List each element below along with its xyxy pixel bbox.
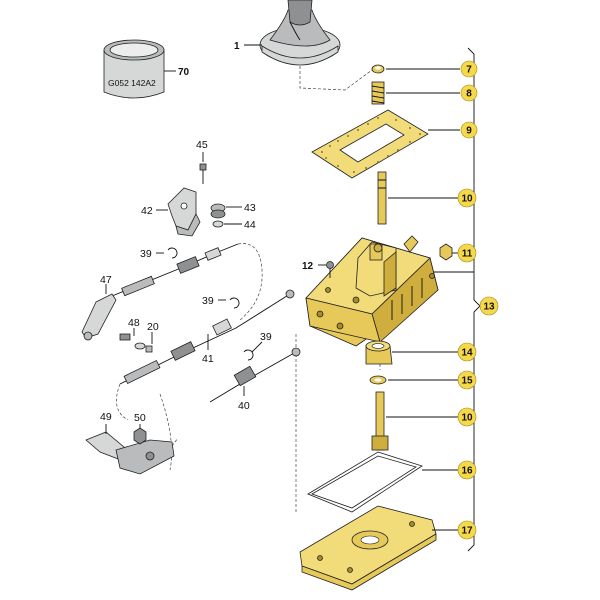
cable-bracket (167, 187, 201, 237)
svg-text:8: 8 (466, 89, 472, 100)
callout-45: 45 (196, 139, 208, 151)
callout-15: 15 (457, 370, 477, 390)
svg-text:7: 7 (466, 65, 472, 76)
screw (326, 261, 334, 278)
housing-seal (307, 451, 423, 513)
svg-text:14: 14 (461, 348, 473, 359)
svg-text:17: 17 (461, 526, 473, 537)
spring (371, 81, 385, 105)
callout-39-middle: 39 (202, 295, 214, 307)
callout-20: 20 (147, 321, 159, 333)
circlip (243, 349, 254, 361)
callout-11: 11 (457, 243, 477, 263)
gasket-plate (311, 109, 429, 179)
gear-lever-boot (259, 0, 341, 66)
svg-text:15: 15 (461, 376, 473, 387)
callout-40: 40 (238, 400, 250, 412)
callout-7: 7 (460, 60, 478, 78)
callout-9: 9 (460, 121, 478, 139)
callout-10-lower: 10 (457, 407, 477, 427)
rubber-grommet (210, 203, 226, 219)
hex-nut (439, 243, 453, 261)
callout-8: 8 (460, 84, 478, 102)
callout-50: 50 (134, 412, 146, 424)
svg-text:13: 13 (483, 302, 495, 313)
callout-41: 41 (202, 353, 214, 365)
washer (369, 375, 387, 385)
pin-and-clip (119, 333, 153, 353)
callout-39-upper: 39 (140, 248, 152, 260)
callout-12: 12 (302, 261, 314, 272)
svg-text:10: 10 (461, 413, 473, 424)
bolt (199, 163, 207, 184)
callout-70: 70 (178, 67, 190, 78)
tube-marking: G052 142A2 (108, 78, 156, 88)
callout-44: 44 (244, 219, 256, 231)
svg-text:16: 16 (461, 466, 473, 477)
callout-43: 43 (244, 202, 256, 214)
selector-cable (111, 243, 263, 321)
bearing-bush (365, 340, 393, 365)
sleeve-tube: G052 142A2 (103, 39, 165, 99)
selector-lever (81, 293, 117, 341)
callout-42: 42 (141, 205, 153, 217)
retaining-clip (371, 64, 385, 74)
svg-text:9: 9 (466, 126, 472, 137)
callout-47: 47 (100, 274, 112, 286)
shift-rod-upper (377, 171, 387, 225)
grommet-washer (212, 220, 224, 228)
gear-cable (209, 347, 301, 403)
callout-39-lower: 39 (260, 331, 272, 343)
lever-nut (133, 427, 147, 445)
svg-text:10: 10 (461, 194, 473, 205)
callout-1: 1 (234, 41, 240, 52)
gearbox-lever (85, 431, 179, 475)
callout-48: 48 (128, 317, 140, 329)
callout-17: 17 (457, 520, 477, 540)
callout-14: 14 (457, 342, 477, 362)
callout-10-upper: 10 (457, 188, 477, 208)
base-plate (299, 505, 437, 591)
circlip (229, 297, 240, 309)
callout-13: 13 (479, 296, 499, 316)
shift-rod-lower (371, 391, 389, 451)
svg-text:11: 11 (462, 249, 473, 260)
callout-16: 16 (457, 460, 477, 480)
circlip (167, 247, 178, 259)
callout-49: 49 (100, 411, 112, 423)
selector-housing (305, 235, 439, 347)
